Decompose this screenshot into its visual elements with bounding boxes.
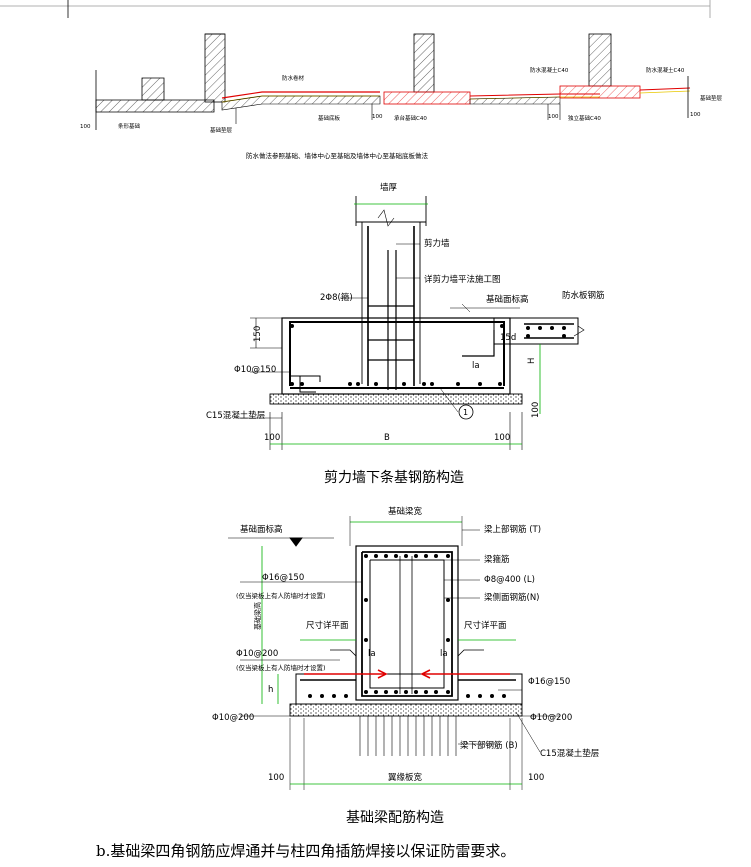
fig2-cushion: C15混凝土垫层 <box>540 748 599 759</box>
fig1-detail-ref: 详剪力墙平法施工图 <box>424 274 501 285</box>
dim-100-b: 100 <box>372 114 383 120</box>
fig1-top-bar: 2Φ8(箍) <box>320 292 353 303</box>
fig2-left-bar-1: Φ16@150 <box>262 573 304 583</box>
fig1-circle-ref: 1 <box>463 408 468 417</box>
fig2-side-bars: 梁侧面钢筋(N) <box>484 592 540 603</box>
page-frame <box>0 0 711 18</box>
fig1-dim-la: la <box>472 361 480 371</box>
label-strip-foundation: 条形基础 <box>118 122 141 130</box>
fig1-dim-100-left: 100 <box>264 433 280 443</box>
fig1-caption: 剪力墙下条基钢筋构造 <box>324 469 464 486</box>
figure2-rebar-dots <box>308 554 506 698</box>
fig2-bottom-right-bar: Φ10@200 <box>530 713 572 723</box>
fig1-dim-B: B <box>384 433 390 443</box>
fig2-dim-la-right: la <box>440 649 448 659</box>
fig2-slab-width: 翼缘板宽 <box>388 772 423 783</box>
label-beam-slab-a: 承台基础C40 <box>394 114 427 122</box>
fig2-left-bar-2: Φ10@200 <box>236 649 278 659</box>
fig2-stirrup: 梁箍筋 <box>484 554 510 565</box>
fig2-left-note-1: (仅当梁板上有人防墙时才设置) <box>236 591 326 600</box>
fig1-dim-100-side: 100 <box>531 402 541 418</box>
fig2-bottom-bars: 梁下部钢筋 (B) <box>460 740 518 751</box>
fig1-dim-H: H <box>527 358 537 364</box>
label-waterproof-c40-b: 防水混凝土C40 <box>646 66 685 74</box>
fig2-size-note-right: 尺寸详平面 <box>464 620 507 631</box>
label-waterproof-c40-a: 防水混凝土C40 <box>530 66 569 74</box>
figure1-labels: 墙厚 剪力墙 详剪力墙平法施工图 2Φ8(箍) 基础面标高 防水板钢筋 150 … <box>206 182 605 443</box>
figure2-red-bars <box>304 669 510 679</box>
label-waterproof: 防水卷材 <box>282 74 305 82</box>
label-foundation-slab: 基础底板 <box>318 114 341 122</box>
fig2-top-elev: 基础面标高 <box>240 524 283 535</box>
top-section-note: 防水做法参照基础、墙体中心至基础及墙体中心至基础底板做法 <box>246 151 429 160</box>
dim-100-c: 100 <box>548 114 559 120</box>
fig2-dim-la-left: la <box>368 649 376 659</box>
dim-100-a: 100 <box>80 124 91 130</box>
fig1-dim-150: 150 <box>253 326 263 342</box>
label-edge: 基础垫层 <box>700 94 723 102</box>
figure2-drawing <box>228 516 560 790</box>
fig1-dim-15d: 15d <box>500 333 516 343</box>
fig2-top-bars: 梁上部钢筋 (T) <box>484 524 541 535</box>
fig1-cushion: C15混凝土垫层 <box>206 410 265 421</box>
figure2-labels: 基础梁宽 基础面标高 梁上部钢筋 (T) 梁箍筋 Φ8@400 (L) 梁侧面钢… <box>212 506 599 783</box>
label-foundation-pad: 基础垫层 <box>210 126 233 134</box>
fig2-right-bar-1: Φ16@150 <box>528 677 570 687</box>
fig2-stirrup-spec: Φ8@400 (L) <box>484 575 535 585</box>
fig2-left-note-2: (仅当梁板上有人防墙时才设置) <box>236 663 326 672</box>
fig1-waterproof-bar: 防水板钢筋 <box>562 290 605 301</box>
fig2-caption: 基础梁配筋构造 <box>346 809 444 826</box>
fig1-bottom-bar: Φ10@150 <box>234 365 276 375</box>
footnote: b.基础梁四角钢筋应焊通并与柱四角插筋焊接以保证防雷要求。 <box>96 842 516 860</box>
fig2-dim-100-left: 100 <box>268 773 284 783</box>
top-section-drawing <box>95 33 691 130</box>
figure1-drawing <box>236 196 585 450</box>
fig2-size-note-left: 尺寸详平面 <box>306 620 349 631</box>
fig1-wall-thickness: 墙厚 <box>380 182 398 193</box>
fig2-dim-h: h <box>268 685 273 695</box>
fig2-vertical-label: 基础梁高 <box>253 602 262 630</box>
label-beam-slab-b: 独立基础C40 <box>568 114 601 122</box>
fig2-beam-width: 基础梁宽 <box>388 506 423 517</box>
figure1-rebar-dots <box>290 324 566 386</box>
fig2-dim-100-right: 100 <box>528 773 544 783</box>
fig1-dim-100-right: 100 <box>494 433 510 443</box>
dim-100-d: 100 <box>690 112 701 118</box>
fig1-top-elev: 基础面标高 <box>486 294 529 305</box>
top-section-labels: 防水卷材 基础底板 条形基础 基础垫层 防水混凝土C40 防水混凝土C40 承台… <box>80 66 723 134</box>
fig2-bottom-left-bar: Φ10@200 <box>212 713 254 723</box>
fig1-shear-wall: 剪力墙 <box>424 238 450 249</box>
